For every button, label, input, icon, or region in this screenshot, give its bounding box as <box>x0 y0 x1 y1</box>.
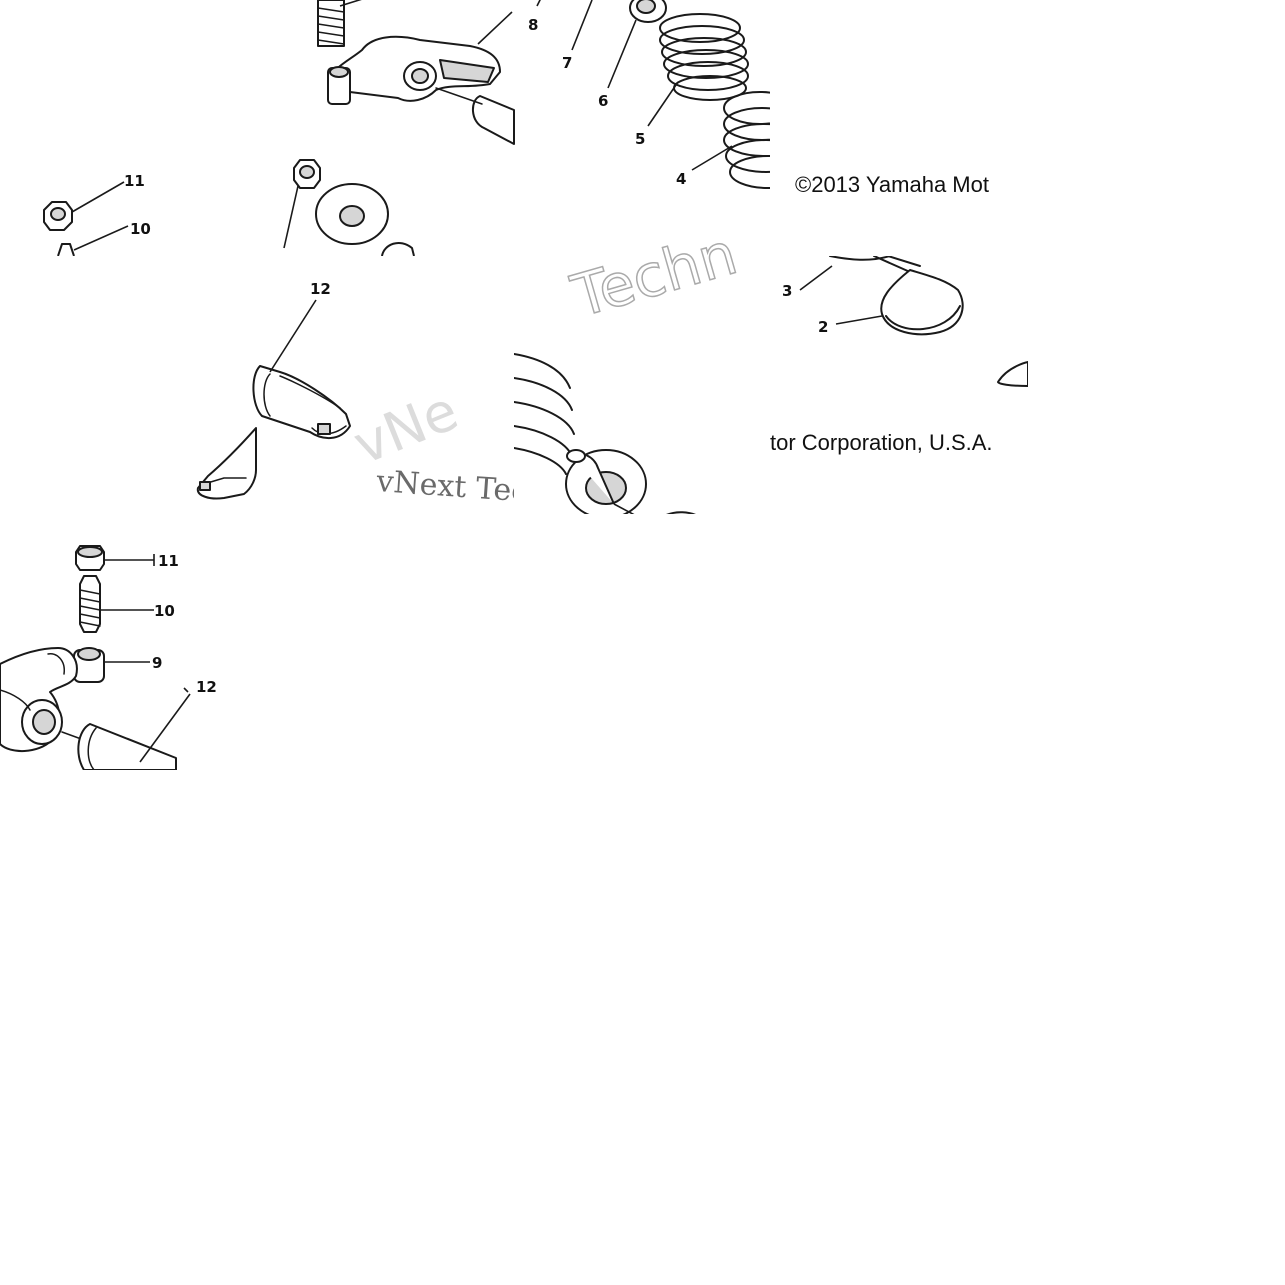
rocker-arm-lower-fragment-part <box>196 427 257 500</box>
rocker-arm-assembly-part <box>0 647 78 752</box>
outer-valve-spring-part <box>723 91 770 189</box>
callout-4: 4 <box>676 170 686 188</box>
callout-8: 8 <box>528 16 538 34</box>
callout-11-assembly: 11 <box>158 552 179 570</box>
adjusting-screw-tip-part <box>57 225 129 256</box>
diagram-tile-rocker-assembly: 11 10 9 <box>0 514 256 770</box>
callout-12-assembly: 12 <box>196 678 217 696</box>
locknut-part <box>43 181 125 231</box>
valve-spring-closeup-part <box>514 353 575 475</box>
diagram-tile-rocker-and-springs: 8 7 6 5 4 <box>0 0 770 256</box>
watermark-outline: Techn <box>563 218 744 331</box>
adjusting-screw-part <box>317 0 362 47</box>
valve-seat-part <box>997 361 1028 387</box>
rocker-springs-illustration: 8 7 6 5 4 <box>43 0 770 256</box>
copyright-line-left: ©2013 Yamaha Mot <box>795 172 989 197</box>
callout-11: 11 <box>124 172 145 190</box>
callout-5: 5 <box>635 130 645 148</box>
callout-7: 7 <box>562 54 572 72</box>
callout-10: 10 <box>130 220 151 238</box>
diagram-tile-shaft: 12 vNe vNext Tec <box>0 256 514 514</box>
inner-valve-spring-part <box>659 13 749 101</box>
diagram-tile-spring-closeup <box>514 344 770 514</box>
copyright-line-right: tor Corporation, U.S.A. <box>770 430 993 455</box>
collar-and-washer-part <box>283 159 415 256</box>
callout-6: 6 <box>598 92 608 110</box>
locknut-assembly-part <box>75 545 155 571</box>
shaft-illustration: 12 vNe vNext Tec <box>196 280 514 510</box>
intake-valve-head-part <box>880 269 964 336</box>
watermark-faint-text: vNe <box>345 379 466 477</box>
shaft-assembly-part <box>61 687 191 770</box>
adjusting-screw-assembly-part <box>79 575 154 633</box>
collar-assembly-part <box>73 647 150 683</box>
spring-closeup-illustration <box>514 353 696 514</box>
rocker-shaft-part <box>435 87 515 145</box>
valve-spring-retainer-part <box>629 0 667 23</box>
watermark-outline-text: Techn <box>564 219 744 331</box>
callout-2: 2 <box>818 318 828 336</box>
shaft-12-part <box>252 299 351 439</box>
valve-spring-seat-part <box>565 449 696 514</box>
rocker-arm-part <box>327 11 513 105</box>
callout-9-assembly: 9 <box>152 654 162 672</box>
watermark-serif-text: vNext Tec <box>374 464 514 510</box>
valve-illustration: 3 2 <box>782 256 1028 387</box>
rocker-assembly-illustration: 11 10 9 <box>0 545 217 770</box>
valve-stem-part <box>829 256 921 273</box>
diagram-tile-valve: 3 2 <box>770 256 1028 486</box>
callout-10-assembly: 10 <box>154 602 175 620</box>
callout-3: 3 <box>782 282 792 300</box>
callout-12: 12 <box>310 280 331 298</box>
